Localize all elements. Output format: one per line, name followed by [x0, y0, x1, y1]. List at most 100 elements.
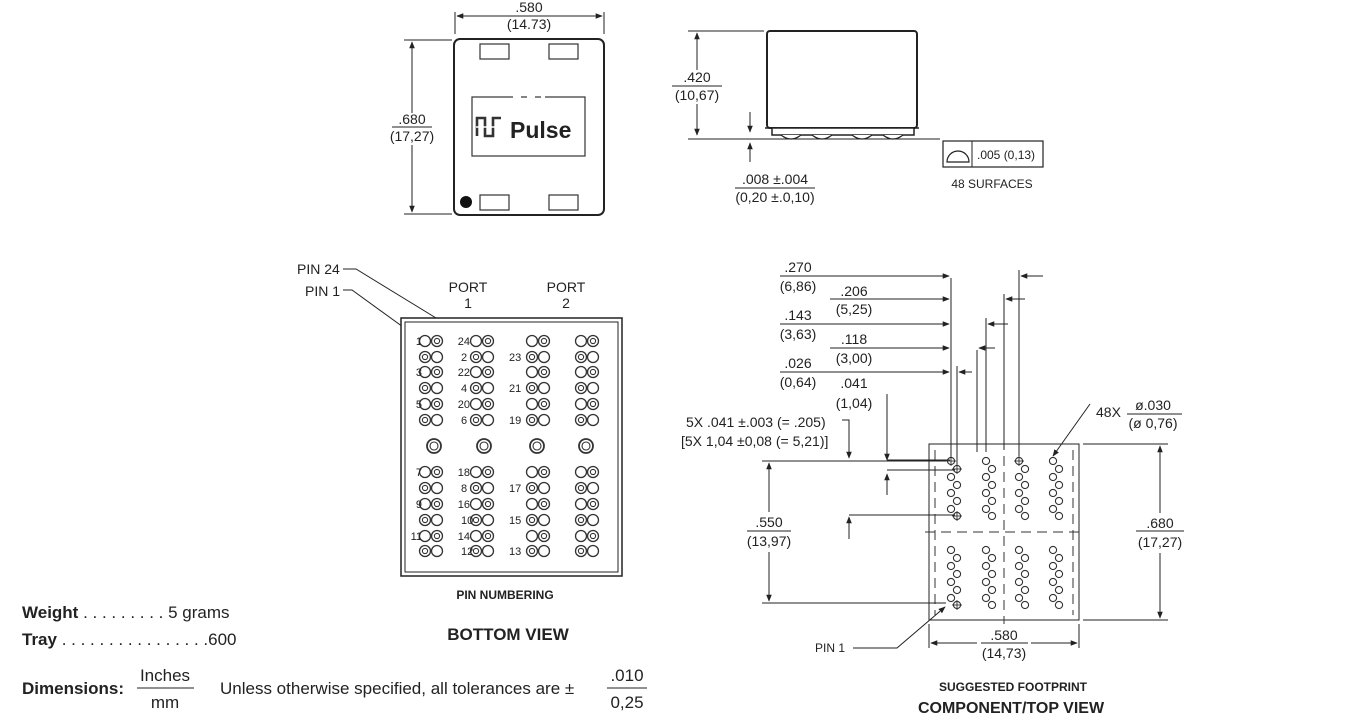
- pin-pair: [574, 513, 600, 527]
- tray-dots: . . . . . . . . . . . . . . . .: [57, 630, 208, 649]
- pin-pair: [469, 544, 495, 558]
- pin-pad: [574, 365, 588, 379]
- tray-value: 600: [208, 630, 236, 649]
- port1-label-line1: PORT: [449, 279, 488, 295]
- footprint-hole: [987, 496, 997, 506]
- standoff-in: .008 ±.004: [742, 171, 808, 187]
- footprint-pin1-label: PIN 1: [815, 641, 845, 655]
- pin-pair: [574, 497, 600, 511]
- footprint-hole: [946, 472, 956, 482]
- footprint-caption: SUGGESTED FOOTPRINT: [939, 680, 1088, 694]
- footprint-hole: [1014, 545, 1024, 555]
- side-view: .420 (10,67) .008 ±.004 (0,20 ±.0,10) .0…: [672, 30, 1044, 205]
- footprint-hole: [981, 504, 991, 514]
- pin-pair: [418, 334, 444, 348]
- pin-number-left: 10: [461, 515, 473, 527]
- footprint-hole: [987, 480, 997, 490]
- footprint-hole: [987, 511, 997, 521]
- pin-pad: [525, 365, 539, 379]
- pin-pad: [525, 397, 539, 411]
- pin-pad: [574, 397, 588, 411]
- standoff-mm: (0,20 ±.0,10): [735, 189, 814, 205]
- pin-pad: [537, 381, 551, 395]
- pin-pair: [525, 334, 551, 348]
- weight-dots: . . . . . . . . .: [78, 603, 168, 622]
- port2-label-line2: 2: [562, 295, 570, 311]
- pin-pad: [586, 544, 600, 558]
- pin-pair: [525, 365, 551, 379]
- pin-pair: [574, 529, 600, 543]
- logo-text: Pulse: [510, 117, 571, 143]
- footprint-hole: [987, 569, 997, 579]
- pin-pad: [574, 497, 588, 511]
- top-width-in: .580: [515, 0, 542, 15]
- pin-pad: [418, 497, 432, 511]
- footprint-hole: [987, 553, 997, 563]
- pin-number-right: 22: [458, 367, 470, 379]
- pin-pair: [418, 544, 444, 558]
- pin-pair: [525, 465, 551, 479]
- pin-pair: [469, 481, 495, 495]
- pin-pad: [418, 529, 432, 543]
- tolerance-text: Unless otherwise specified, all toleranc…: [220, 679, 574, 698]
- pin-pair: [574, 397, 600, 411]
- footprint-hole: [1020, 480, 1030, 490]
- pin-number-left: 3: [416, 367, 422, 379]
- footprint-hole: [952, 496, 962, 506]
- pin-number-right: 23: [509, 352, 521, 364]
- pin-number-left: 8: [461, 483, 467, 495]
- specs-block: Weight . . . . . . . . . 5 grams Tray . …: [22, 603, 647, 712]
- footprint-hole: [1020, 585, 1030, 595]
- footprint-hole: [1014, 561, 1024, 571]
- footprint-hole: [981, 456, 991, 466]
- pin-pad: [481, 381, 495, 395]
- pin-pair: [418, 513, 444, 527]
- pin-pair: [574, 334, 600, 348]
- pin-pair: [469, 465, 495, 479]
- pin-pad: [586, 481, 600, 495]
- pin-number-left: 1: [416, 336, 422, 348]
- footprint-hole: [1014, 577, 1024, 587]
- footprint-hole: [952, 569, 962, 579]
- pin-pair: [525, 381, 551, 395]
- port2-label-line1: PORT: [547, 279, 586, 295]
- footprint-hole: [1014, 472, 1024, 482]
- pin-pair: [525, 413, 551, 427]
- pin-pair: [574, 481, 600, 495]
- top-view: .580 (14.73) .680 (17,27) Pulse: [390, 0, 605, 216]
- dim-118-mm: (3,00): [836, 350, 873, 366]
- pin-pad: [430, 381, 444, 395]
- tolerance-top: .010: [610, 666, 643, 685]
- dim-680-mm: (17,27): [1138, 534, 1182, 550]
- pin-pair: [418, 350, 444, 364]
- pin-pair: [525, 529, 551, 543]
- pulse-logo-icon: [475, 116, 503, 138]
- pin-pair: [418, 529, 444, 543]
- pin-pad: [525, 497, 539, 511]
- pin-pair: [574, 365, 600, 379]
- pin-pair: [574, 465, 600, 479]
- pin-pair: [418, 397, 444, 411]
- dim-143-in: .143: [784, 307, 811, 323]
- footprint-hole: [1048, 456, 1058, 466]
- surfaces-label: 48 SURFACES: [951, 177, 1032, 191]
- footprint-hole: [946, 504, 956, 514]
- pin-pad: [418, 465, 432, 479]
- footprint-hole: [1054, 569, 1064, 579]
- footprint-hole: [1014, 504, 1024, 514]
- pin-pair: [469, 397, 495, 411]
- port1-label-line2: 1: [464, 295, 472, 311]
- top-height-mm: (17,27): [390, 128, 434, 144]
- pitch-in: 5X .041 ±.003 (= .205): [686, 414, 826, 430]
- dim-270-in: .270: [784, 259, 811, 275]
- footprint-hole: [946, 488, 956, 498]
- pin-pad: [586, 350, 600, 364]
- dim-026-in: .026: [784, 355, 811, 371]
- pin1-marker-dot: [460, 196, 472, 208]
- pin-pair: [418, 381, 444, 395]
- pin-pad: [537, 544, 551, 558]
- footprint-hole: [1048, 488, 1058, 498]
- pin-pair: [574, 381, 600, 395]
- pin-pair: [469, 413, 495, 427]
